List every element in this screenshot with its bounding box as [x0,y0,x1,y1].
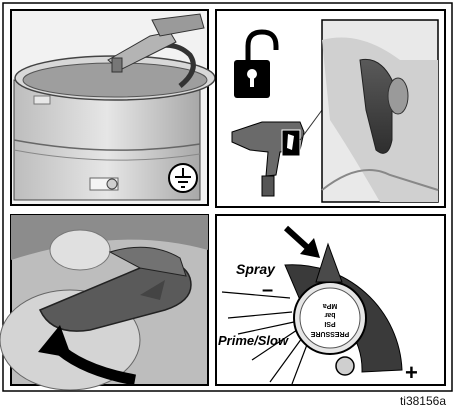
ground-symbol-icon [169,164,197,192]
panel-ground-pail [11,10,215,205]
knob-label-mpa: MPa [323,302,338,309]
panel-unlock-trigger [216,10,445,207]
panel-pressure-control: PRESSURE PSI bar MPa Spray – Prime/Slow … [216,215,445,385]
panel-turn-valve [0,215,208,390]
label-spray: Spray [236,261,276,277]
figure-reference: ti38156a [400,394,446,408]
label-plus: + [405,360,418,385]
knob-label-psi: PSI [324,320,335,327]
label-minus: – [262,279,273,301]
knob-label-pressure: PRESSURE [310,330,349,337]
knob-label-bar: bar [324,311,335,318]
label-prime-slow: Prime/Slow [218,333,289,348]
trigger-lock-zoom [322,20,438,202]
